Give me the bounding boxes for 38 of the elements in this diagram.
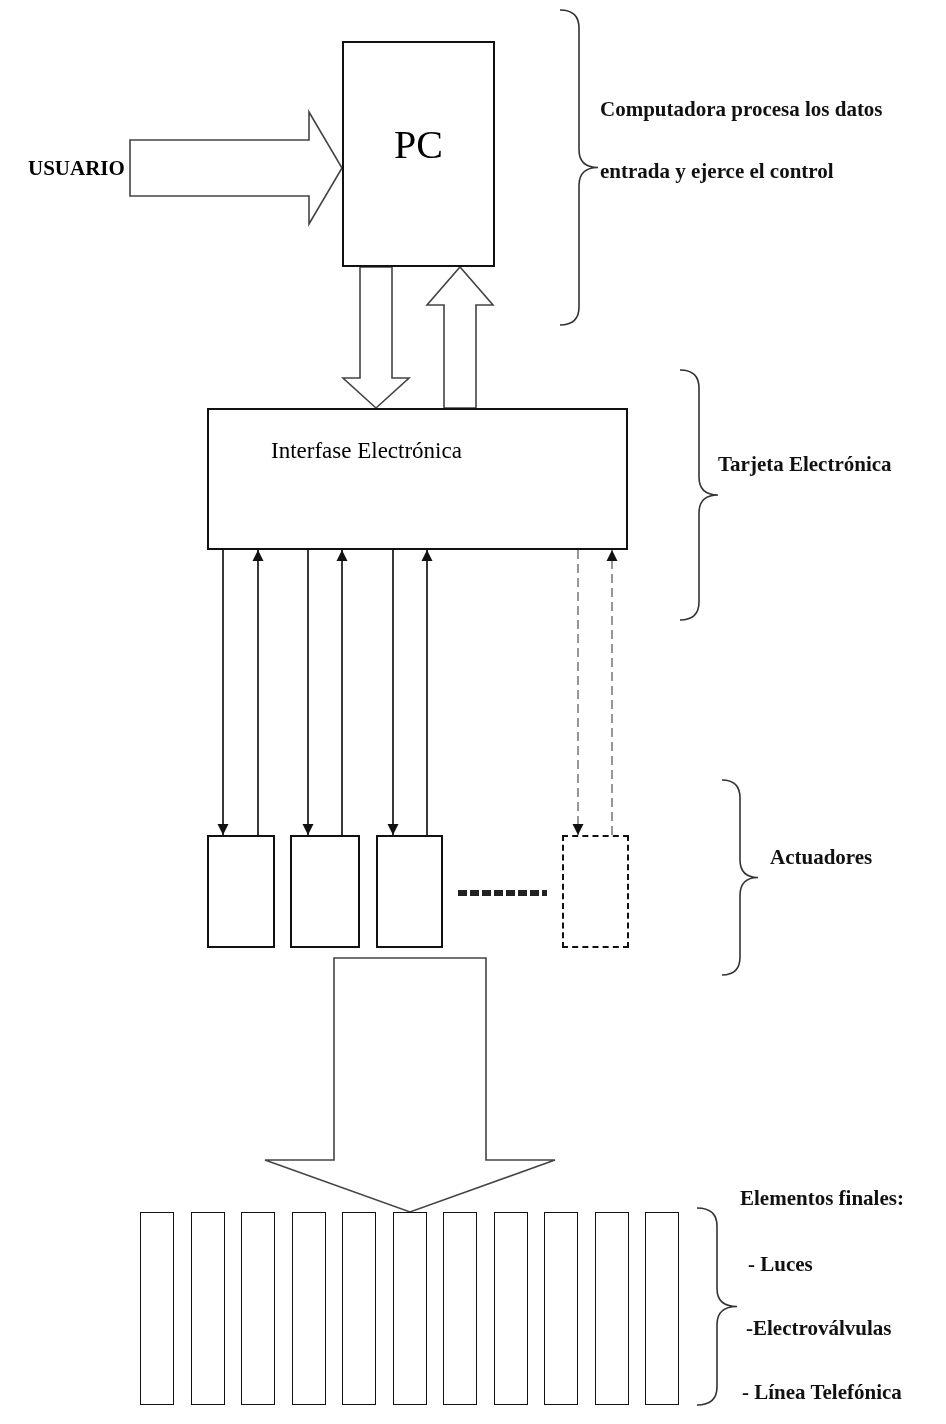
final-element-bar (443, 1212, 477, 1405)
process-box: Interfase Electrónica (207, 408, 628, 550)
annotation-text: Actuadores (770, 845, 873, 870)
final-element-bar (342, 1212, 376, 1405)
actuator-box (562, 835, 629, 948)
arrow (252, 549, 264, 836)
dotted-line (458, 890, 547, 896)
annotation-text: Tarjeta Electrónica (718, 452, 892, 477)
final-element-bar (140, 1212, 174, 1405)
final-element-bar (645, 1212, 679, 1405)
final-element-bar (190, 1212, 225, 1405)
block-arrow (425, 265, 495, 409)
arrow (606, 549, 618, 836)
user-label: USUARIO (28, 150, 130, 186)
final-element-bar (241, 1212, 275, 1405)
block-arrow (129, 109, 343, 227)
arrow (572, 549, 584, 836)
process-box: PC (342, 41, 495, 267)
actuator-box (207, 835, 275, 948)
annotation-text: Computadora procesa los datos entrada y ejerce el control (600, 96, 884, 185)
final-element-bar (493, 1212, 528, 1405)
actuator-box (376, 835, 443, 948)
block-arrow (340, 266, 412, 410)
block-arrow (264, 957, 556, 1213)
final-element-bar (594, 1212, 629, 1405)
annotation-text: -Electroválvulas (746, 1316, 892, 1341)
arrow (302, 549, 314, 836)
final-element-bar (291, 1212, 326, 1405)
arrow (421, 549, 433, 836)
annotation-text: Elementos finales: (740, 1186, 904, 1211)
arrow (217, 549, 229, 836)
arrow (387, 549, 399, 836)
annotation-text: - Línea Telefónica (742, 1380, 902, 1405)
actuator-box (290, 835, 360, 948)
final-element-bar (392, 1212, 427, 1405)
arrow (336, 549, 348, 836)
annotation-text: - Luces (748, 1252, 813, 1277)
final-element-bar (544, 1212, 578, 1405)
